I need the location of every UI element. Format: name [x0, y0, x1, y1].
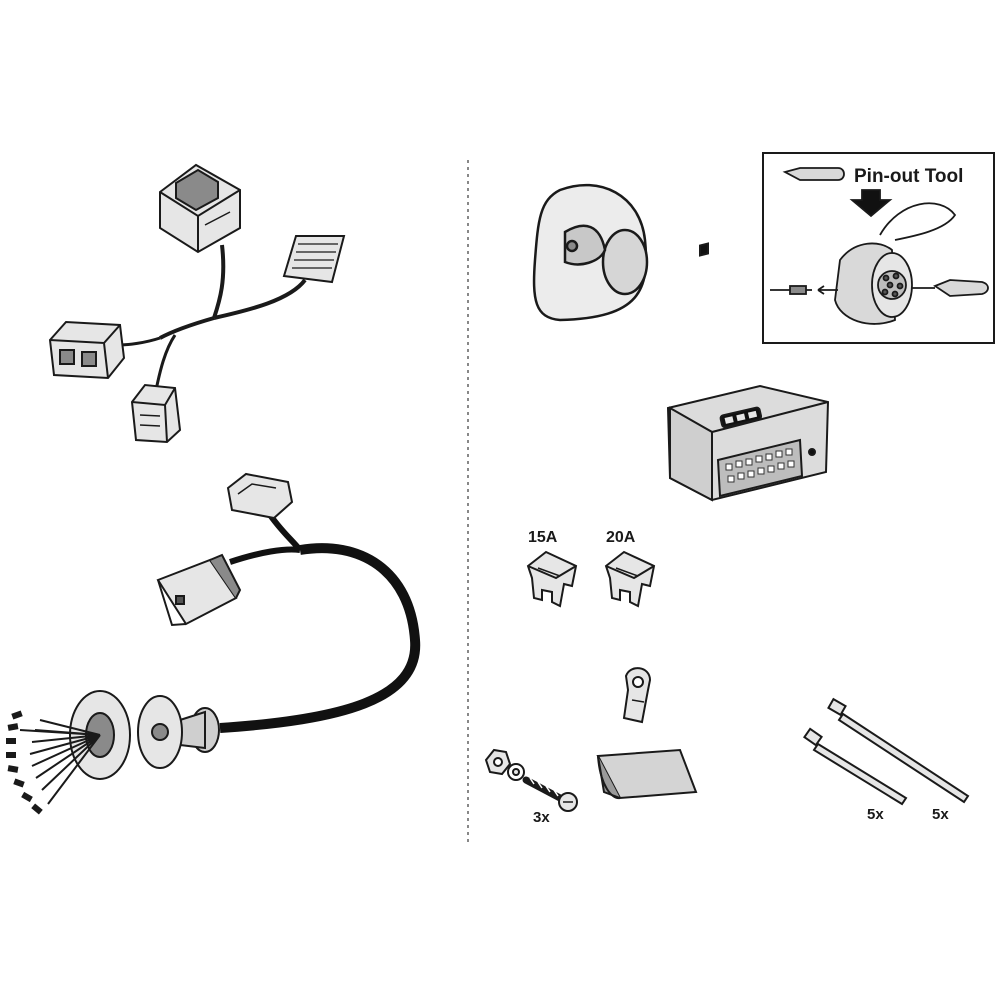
screw-kit-icon: [484, 748, 578, 812]
ring-terminal-icon: [622, 667, 652, 724]
pinout-tool-panel: Pin-out Tool: [762, 152, 995, 344]
screws-qty-label: 3x: [533, 809, 550, 826]
adhesive-pad-icon: [596, 748, 698, 800]
tie-short-qty-label: 5x: [867, 806, 884, 823]
tow-bar-harness-icon: [6, 472, 421, 815]
socket-icon: [532, 183, 649, 322]
pinout-tool-label: Pin-out Tool: [854, 166, 963, 187]
cable-tie-icon: [827, 697, 970, 804]
fuse-20a-label: 20A: [606, 529, 636, 546]
cable-tie-icon: [803, 727, 908, 806]
arrow-down-icon: [849, 189, 893, 218]
pinout-tool-icon: [770, 167, 989, 325]
tie-long-qty-label: 5x: [932, 806, 949, 823]
fuse-icon: [604, 550, 656, 608]
wiring-harness-icon: [48, 163, 346, 444]
fuse-15a-label: 15A: [528, 529, 558, 546]
control-module-icon: [666, 242, 830, 502]
fuse-icon: [526, 550, 578, 608]
